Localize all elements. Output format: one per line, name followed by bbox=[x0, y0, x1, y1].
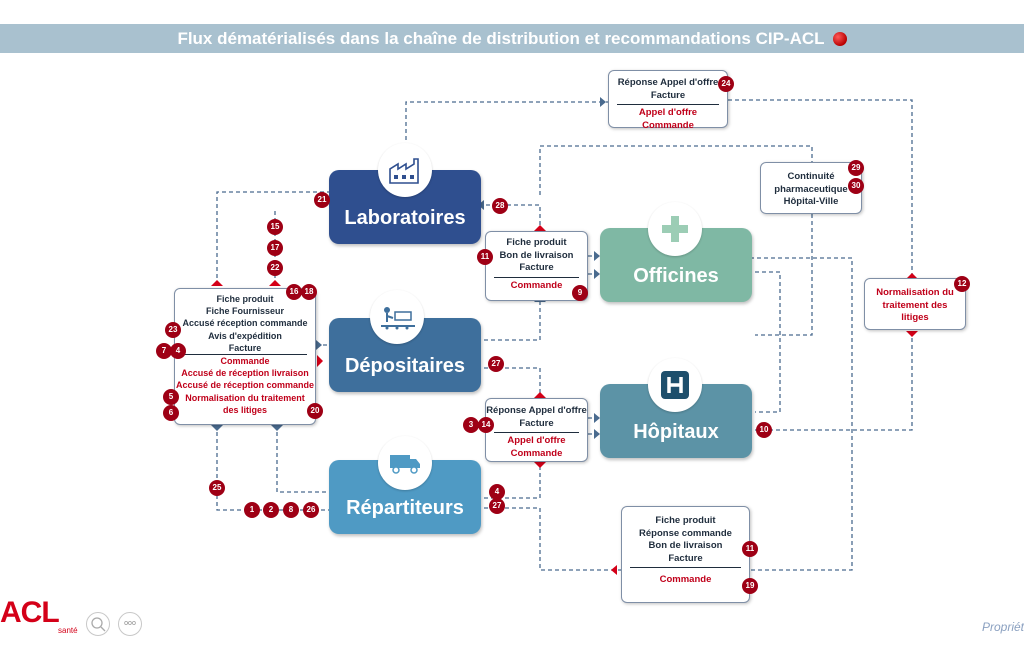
box-line-red: litiges bbox=[901, 312, 929, 323]
recommendation-badge: 23 bbox=[165, 322, 181, 338]
recommendation-badge: 11 bbox=[742, 541, 758, 557]
box-flux-laboratoires-depositaires: Fiche produit Fiche Fournisseur Accusé r… bbox=[174, 288, 316, 425]
box-appel-offre-laboratoires: Réponse Appel d'offre Facture Appel d'of… bbox=[608, 70, 728, 131]
recommendation-badge: 3 bbox=[463, 417, 479, 433]
box-line-red: Commande bbox=[510, 279, 563, 291]
recommendation-badge: 4 bbox=[489, 484, 505, 500]
box-flux-hopitaux: Réponse Appel d'offre Facture Appel d'of… bbox=[485, 398, 588, 462]
recommendation-badge: 18 bbox=[301, 284, 317, 300]
divider bbox=[494, 432, 579, 433]
delivery-truck-icon bbox=[378, 436, 432, 490]
box-line: Accusé réception commande bbox=[182, 318, 308, 329]
node-officines-label: Officines bbox=[633, 264, 719, 287]
box-line: Bon de livraison bbox=[648, 540, 723, 551]
node-repartiteurs-label: Répartiteurs bbox=[346, 496, 464, 519]
conveyor-icon bbox=[370, 290, 424, 344]
acl-logo: ACL bbox=[0, 596, 60, 630]
box-flux-officines: Fiche produit Bon de livraison Facture C… bbox=[485, 231, 588, 301]
box-continuite-pharmaceutique: Continuité pharmaceutique Hôpital-Ville bbox=[760, 162, 862, 214]
box-line: Bon de livraison bbox=[499, 249, 574, 261]
box-line: Fiche Fournisseur bbox=[205, 306, 285, 317]
box-line: Continuité bbox=[787, 171, 835, 182]
box-line: pharmaceutique bbox=[774, 183, 848, 195]
divider bbox=[183, 354, 307, 356]
recommendation-badge: 21 bbox=[314, 192, 330, 208]
divider bbox=[630, 567, 741, 568]
recommendation-badge: 8 bbox=[283, 502, 299, 518]
recommendation-badge: 5 bbox=[163, 389, 179, 405]
factory-icon bbox=[378, 143, 432, 197]
recommendation-badge: 2 bbox=[263, 502, 279, 518]
box-line-red: Accusé de réception livraison bbox=[181, 368, 309, 379]
box-line-red: Commande bbox=[510, 447, 563, 459]
divider bbox=[494, 276, 579, 278]
divider bbox=[617, 104, 719, 105]
acl-logo-text: ACL bbox=[0, 596, 60, 629]
box-line-red: des litiges bbox=[222, 404, 267, 415]
box-line: Facture bbox=[519, 262, 554, 273]
recommendation-badge: 16 bbox=[286, 284, 302, 300]
box-line-red: Normalisation du bbox=[876, 287, 954, 298]
box-line-red: Commande bbox=[659, 574, 712, 585]
recommendation-badge: 27 bbox=[489, 498, 505, 514]
recommendation-badge: 9 bbox=[572, 285, 588, 301]
recommendation-badge: 25 bbox=[209, 480, 225, 496]
box-line-red: traitement des bbox=[882, 299, 948, 311]
recommendation-badge: 19 bbox=[742, 578, 758, 594]
node-laboratoires-label: Laboratoires bbox=[344, 206, 466, 229]
box-line: Fiche produit bbox=[655, 515, 716, 526]
recommendation-badge: 14 bbox=[478, 417, 494, 433]
recommendation-badge: 17 bbox=[267, 240, 283, 256]
red-dot-icon bbox=[832, 32, 847, 46]
box-line-red: Commande bbox=[220, 356, 270, 367]
recommendation-badge: 4 bbox=[170, 343, 186, 359]
recommendation-badge: 29 bbox=[848, 160, 864, 176]
recommendation-badge: 6 bbox=[163, 405, 179, 421]
box-line: Fiche produit bbox=[506, 237, 567, 248]
box-line: Facture bbox=[668, 552, 703, 564]
hospital-icon bbox=[648, 358, 702, 412]
box-line-red: Appel d'offre bbox=[638, 107, 698, 118]
recommendation-badge: 24 bbox=[718, 76, 734, 92]
box-line: Facture bbox=[650, 89, 686, 101]
footer-right-text: Propriét bbox=[981, 620, 1024, 634]
box-line: Réponse commande bbox=[639, 527, 732, 539]
search-zoom-icon[interactable] bbox=[86, 612, 110, 636]
box-flux-repartiteurs-hopitaux: Fiche produit Réponse commande Bon de li… bbox=[621, 506, 750, 603]
page-title: Flux dématérialisés dans la chaîne de di… bbox=[177, 29, 825, 48]
box-line: Facture bbox=[228, 342, 262, 353]
recommendation-badge: 20 bbox=[307, 403, 323, 419]
pharmacy-cross-icon bbox=[648, 202, 702, 256]
box-line-red: Normalisation du traitement bbox=[185, 392, 305, 403]
box-line-red: Accusé de réception commande bbox=[175, 380, 315, 391]
recommendation-badge: 1 bbox=[244, 502, 260, 518]
box-line: Avis d'expédition bbox=[208, 330, 282, 341]
node-depositaires-label: Dépositaires bbox=[344, 354, 466, 377]
recommendation-badge: 12 bbox=[954, 276, 970, 292]
box-line: Réponse Appel d'offre bbox=[486, 405, 587, 416]
recommendation-badge: 22 bbox=[267, 260, 283, 276]
box-line: Hôpital-Ville bbox=[783, 196, 839, 207]
recommendation-badge: 28 bbox=[492, 198, 508, 214]
box-line: Réponse Appel d'offre bbox=[617, 77, 719, 88]
recommendation-badge: 15 bbox=[267, 219, 283, 235]
box-line-red: Commande bbox=[642, 119, 694, 131]
recommendation-badge: 30 bbox=[848, 178, 864, 194]
box-line: Facture bbox=[519, 417, 554, 429]
recommendation-badge: 10 bbox=[756, 422, 772, 438]
box-normalisation-litiges-hopitaux: Normalisation du traitement des litiges bbox=[864, 278, 966, 330]
recommendation-badge: 11 bbox=[477, 249, 493, 265]
recommendation-badge: 7 bbox=[156, 343, 172, 359]
box-line: Fiche produit bbox=[216, 294, 274, 304]
box-line-red: Appel d'offre bbox=[507, 435, 566, 446]
recommendation-badge: 27 bbox=[488, 356, 504, 372]
title-bar: Flux dématérialisés dans la chaîne de di… bbox=[0, 24, 1024, 53]
recommendation-badge: 26 bbox=[303, 502, 319, 518]
acl-logo-sub: santé bbox=[58, 626, 78, 635]
more-options-button[interactable]: ooo bbox=[118, 612, 142, 636]
node-hopitaux-label: Hôpitaux bbox=[633, 420, 719, 443]
node-laboratoires: Laboratoires bbox=[329, 170, 481, 244]
